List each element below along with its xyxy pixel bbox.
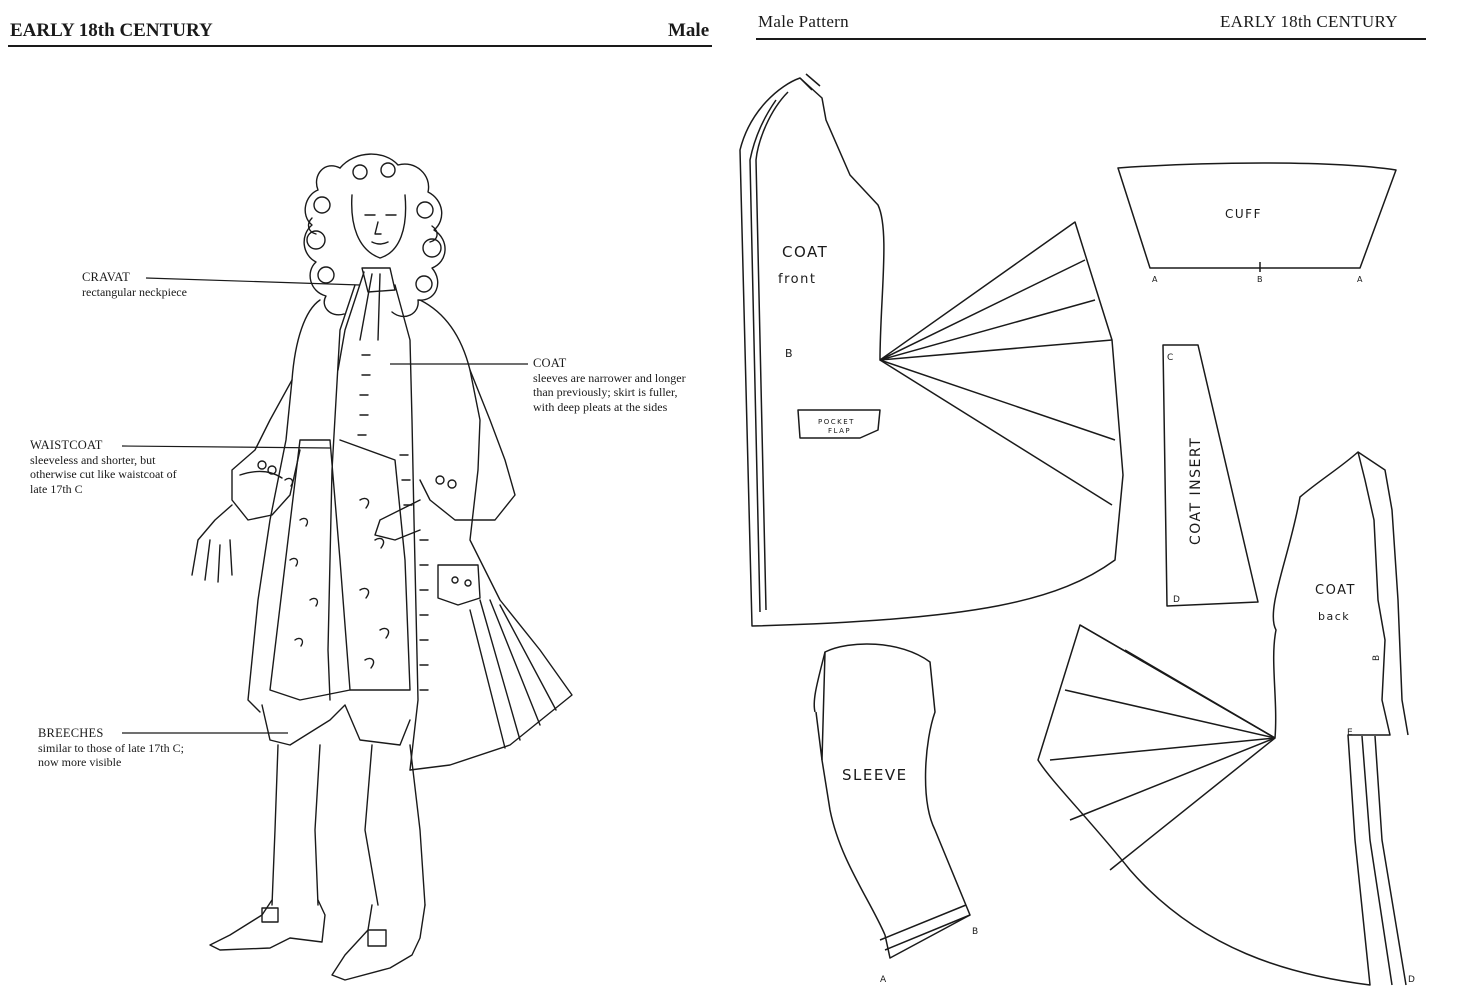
waistcoat [269,439,351,701]
waistcoat-label: WAISTCOAT [30,438,103,452]
cravat-leader-line [145,277,361,286]
right-shoe [331,904,426,981]
right-page: Male Pattern EARLY 18th CENTURY [730,0,1461,1000]
left-header-title: EARLY 18th CENTURY [10,20,213,41]
cuff-label: CUFF [1225,207,1262,221]
cravat-description: rectangular neckpiece [82,284,187,299]
costume-figure-illustration [121,153,573,981]
cravat [361,267,396,293]
left-shoe [209,899,326,951]
cuff-piece [1117,162,1397,269]
coat-front-mark-b: B [785,347,794,360]
cuff-mark-a1: A [1152,275,1159,284]
coat-front-label-1: COAT [782,243,828,261]
coat-insert-piece [1162,344,1259,607]
pocket-flap-label-2: FLAP [828,427,851,435]
wig-curls [303,153,446,318]
coat-back-piece [1037,451,1409,986]
sleeve-mark-b: B [972,927,980,937]
coat-front-piece [739,73,1124,627]
coat-back-label-2: back [1318,610,1350,623]
pattern-pieces: COAT front B POCKET FLAP CUFF A B A COAT… [739,73,1416,986]
breeches-label: BREECHES [38,726,104,740]
coat-insert-mark-d: D [1173,595,1181,605]
waistcoat-leader-line [121,445,331,449]
cuff-mark-b: B [1257,275,1264,284]
sleeve-piece [821,643,971,959]
pocket-flap-drawing [437,564,481,606]
coat-label: COAT [533,356,567,370]
coat-front-label-2: front [778,272,816,287]
coat-description: sleeves are narrower and longer than pre… [533,370,686,414]
pocket-flap-label-1: POCKET [818,418,855,426]
coat-buttons [357,354,429,691]
left-header-gender: Male [668,20,710,41]
coat-insert-label: COAT INSERT [1188,437,1204,545]
left-header-rule [8,45,712,47]
breeches-description: similar to those of late 17th C; now mor… [38,740,184,770]
breeches [261,704,411,746]
left-hand [191,504,233,583]
pocket-flap-piece [797,409,881,439]
face [351,194,407,259]
waistcoat-annotation: WAISTCOAT sleeveless and shorter, but ot… [30,438,180,496]
right-header-rule [756,38,1426,40]
cravat-label: CRAVAT [82,270,130,284]
coat-insert-mark-c: C [1167,353,1175,363]
left-sleeve-cuff [231,379,301,521]
coat-annotation: COAT sleeves are narrower and longer tha… [533,356,698,414]
waistcoat-description: sleeveless and shorter, but otherwise cu… [30,452,177,496]
sleeve-label: SLEEVE [842,766,908,784]
stockings [271,744,426,906]
cuff-mark-a2: A [1357,275,1364,284]
left-page: EARLY 18th CENTURY Male [0,0,730,1000]
breeches-annotation: BREECHES similar to those of late 17th C… [38,726,188,770]
right-sleeve-cuff [419,369,516,521]
coat-back-label-1: COAT [1315,583,1356,598]
right-header-right: EARLY 18th CENTURY [1220,12,1398,31]
cravat-annotation: CRAVAT rectangular neckpiece [82,270,257,299]
coat-back-mark-e: E [1347,728,1354,738]
sleeve-mark-a: A [880,975,888,985]
coat-back-mark-d: D [1408,975,1416,985]
right-header-left: Male Pattern [758,12,849,31]
coat-back-mark-b: B [1372,653,1382,661]
